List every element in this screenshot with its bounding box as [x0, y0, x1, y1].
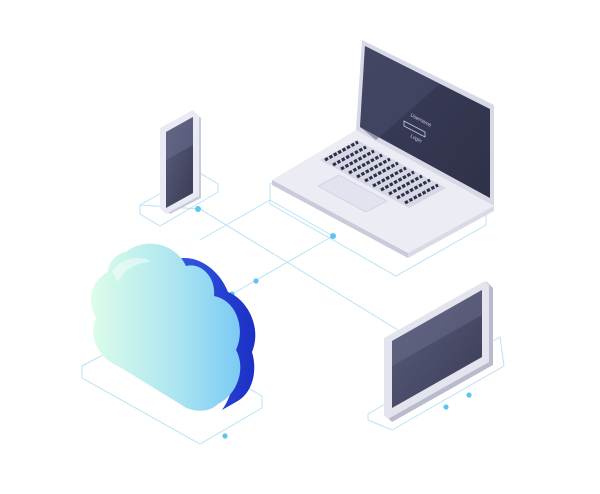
keyboard: [320, 140, 446, 208]
node-tablet-a: [443, 404, 449, 410]
tablet-screen: [392, 290, 482, 408]
node-tablet-b: [466, 392, 472, 398]
node-cloud-base: [222, 433, 228, 439]
node-mid: [253, 278, 259, 284]
trackpad: [317, 174, 388, 213]
cloud-icon: [91, 243, 256, 411]
connection-nodes: [195, 206, 472, 439]
laptop-icon: Username Login: [272, 40, 494, 258]
login-label: Login: [409, 133, 423, 144]
phone-icon: [160, 110, 201, 214]
node-hub: [330, 233, 336, 239]
username-field: [403, 120, 426, 138]
node-phone: [195, 206, 201, 212]
tablet-icon: [384, 281, 493, 422]
